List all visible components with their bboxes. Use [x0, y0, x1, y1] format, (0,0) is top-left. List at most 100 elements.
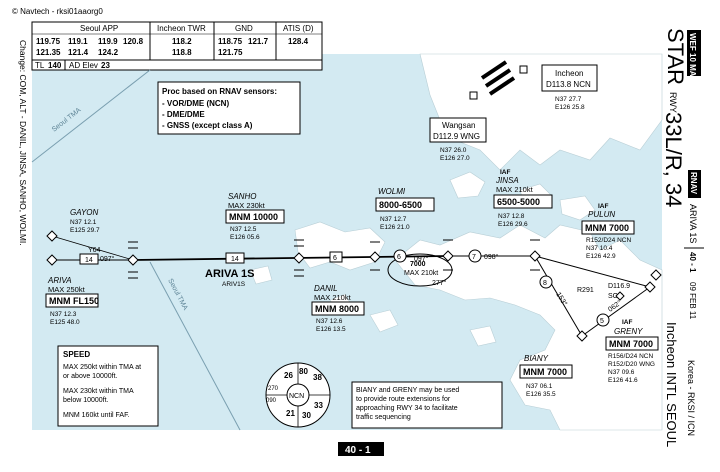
iaf-label: IAF: [622, 319, 633, 326]
speed-note-line: MNM 160kt until FAF.: [63, 412, 130, 419]
change-note: Change: COM, ALT - DANIL, JINSA, SANHO, …: [18, 40, 28, 246]
navaid-incheon: Incheon D113.8 NCN N37 27.7 E126 25.8: [519, 64, 598, 111]
leg-distance: 7: [472, 254, 476, 261]
waypoint-altitude: MNM 7000: [585, 223, 629, 233]
waypoint-biany: BIANY MNM 7000 N37 06.1 E126 35.5: [519, 354, 573, 398]
seoul-app-freq: 119.75: [36, 37, 61, 46]
waypoint-coord: E126 35.5: [526, 391, 556, 398]
rnav-note-item: - GNSS (except class A): [162, 121, 253, 130]
footer: 40 - 1: [338, 442, 384, 456]
route-code: ARIV1S: [222, 281, 246, 288]
navaid-coord: E126 27.0: [440, 155, 470, 162]
iaf-label: IAF: [500, 169, 511, 176]
waypoint-danil: DANIL MAX 210kt MNM 8000 N37 12.6 E126 1…: [311, 284, 365, 333]
waypoint-coord: R152/D24 NCN: [586, 237, 631, 244]
radial-label: R291: [577, 287, 594, 294]
airport-location: Korea - RKSI / ICN: [686, 360, 696, 436]
speed-note-line: MAX 230kt within TMA: [63, 388, 134, 395]
navaid-name: Incheon: [555, 69, 583, 78]
tl-value: 140: [48, 61, 62, 70]
side-page-ref: 40 - 1: [688, 252, 697, 273]
msa-sector: 270: [268, 386, 279, 392]
airway-label: Y64: [88, 247, 101, 254]
leg-distance: 6: [333, 255, 337, 262]
waypoint-coord: N37 12.8: [498, 213, 525, 220]
tma-boundary: [149, 261, 241, 431]
waypoint-ariva-symbol: [46, 254, 58, 266]
atis-freq: 128.4: [288, 37, 309, 46]
waypoint-coord: N37 12.7: [380, 216, 407, 223]
msa-center: NCN: [289, 393, 304, 400]
title-block: WEF 10 MAR 11 STAR RWY 33L/R, 34 RNAV AR…: [661, 0, 720, 472]
ad-elev-value: 23: [101, 61, 110, 70]
waypoint-coord: N37 12.6: [316, 318, 343, 325]
incheon-twr-label: Incheon TWR: [157, 24, 206, 33]
waypoint-altitude: MNM FL150: [49, 296, 99, 306]
leg-distance: 6: [397, 254, 401, 261]
procedure-name: ARIVA 1S: [688, 204, 698, 243]
msa-sector: 80: [299, 367, 308, 376]
atis-label: ATIS (D): [283, 24, 314, 33]
waypoint-speed: MAX 230kt: [228, 201, 266, 210]
waypoint-coord: N37 06.1: [526, 383, 553, 390]
waypoint-altitude: MNM 10000: [229, 212, 278, 222]
route-name: ARIVA 1S: [205, 268, 255, 280]
dme-label: D116.9: [608, 283, 630, 290]
waypoint-name: ARIVA: [47, 276, 72, 285]
title-star: STAR: [663, 28, 688, 85]
waypoint-speed: MAX 210kt: [496, 185, 534, 194]
navaid-wangsan: Wangsan D112.9 WNG N37 26.0 E126 27.0: [429, 91, 487, 162]
seoul-app-label: Seoul APP: [80, 24, 118, 33]
waypoint-coord: E126 41.6: [608, 377, 638, 384]
waypoint-speed: MAX 210kt: [314, 293, 352, 302]
restriction-marks: [128, 239, 540, 279]
seoul-app-freq: 120.8: [123, 37, 144, 46]
waypoint-altitude: 8000-6500: [379, 200, 422, 210]
waypoint-greny-symbol: [644, 281, 656, 293]
route-lines: [51, 235, 651, 337]
waypoint-sanho-symbol: [293, 252, 305, 264]
tl-label: TL: [35, 61, 45, 70]
course-label: 098°: [484, 253, 499, 261]
gnd-freq: 121.7: [248, 37, 269, 46]
leg-distance: 8: [543, 280, 547, 287]
tma-boundary: [31, 69, 151, 163]
waypoint-greny: IAF GRENY MNM 7000 R156/D24 NCN R152/D20…: [605, 319, 659, 384]
rnav-badge-text: RNAV: [689, 172, 698, 195]
hold-course: 277°: [432, 279, 447, 287]
waypoint-name: SANHO: [228, 192, 256, 201]
waypoint-altitude: MNM 7000: [609, 339, 653, 349]
navaid-name: Wangsan: [442, 121, 476, 130]
extension-note-line: BIANY and GRENY may be used: [356, 387, 459, 394]
wef-text: WEF 10 MAR 11: [688, 33, 697, 94]
gnd-freq: 121.75: [218, 48, 243, 57]
extension-note-line: approaching RWY 34 to facilitate: [356, 405, 458, 412]
rnav-note-item: - DME/DME: [162, 110, 205, 119]
msa-sector: 26: [284, 371, 293, 380]
navaid-coord: E126 25.8: [555, 104, 585, 111]
waypoint-pulun-symbol: [650, 269, 662, 281]
waypoint-gayon-symbol: [46, 230, 58, 242]
hold-speed: MAX 210kt: [404, 270, 438, 277]
waypoint-coord: R152/D20 WNG: [608, 361, 655, 368]
waypoint-coord: E126 13.5: [316, 326, 346, 333]
waypoint-pulun: IAF PULUN MNM 7000 R152/D24 NCN N37 10.4…: [581, 203, 635, 260]
waypoint-speed: MAX 250kt: [48, 285, 86, 294]
msa-sector: 090: [266, 398, 277, 404]
waypoint-symbols: [46, 230, 662, 342]
waypoint-altitude: 6500-5000: [497, 197, 540, 207]
waypoint-coord: E125 29.7: [70, 227, 100, 234]
waypoint-name: JINSA: [495, 176, 519, 185]
msa-sector: 21: [286, 409, 295, 418]
leg-distance: 5: [600, 318, 604, 325]
waypoint-wolmi-symbol: [442, 250, 454, 262]
footer-page-ref: 40 - 1: [345, 445, 371, 456]
navaid-id: D112.9 WNG: [433, 132, 480, 141]
seoul-app-freq: 124.2: [98, 48, 119, 57]
waypoint-ariva-fix: [127, 254, 139, 266]
speed-note-line: below 10000ft.: [63, 397, 109, 404]
waypoint-wolmi: WOLMI 8000-6500 N37 12.7 E126 21.0: [375, 187, 435, 231]
ad-elev-label: AD Elev: [69, 61, 98, 70]
msa-sector: 38: [313, 373, 322, 382]
